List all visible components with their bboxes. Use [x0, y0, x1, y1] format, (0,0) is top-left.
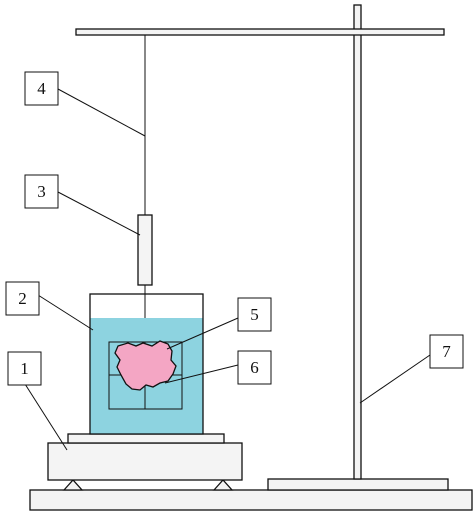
label-3-text: 3	[37, 182, 46, 201]
balance-foot-left	[62, 479, 84, 491]
label-3: 3	[24, 174, 59, 209]
leader-6	[164, 364, 239, 384]
beaker	[89, 293, 204, 435]
label-1: 1	[7, 351, 42, 386]
sample	[114, 340, 177, 391]
leader-5	[166, 317, 239, 350]
label-7-text: 7	[442, 342, 451, 361]
stand-foot	[267, 478, 449, 491]
label-7: 7	[429, 334, 464, 369]
leader-2	[37, 294, 94, 331]
label-5-text: 5	[250, 305, 259, 324]
label-6: 6	[237, 350, 272, 385]
cross-bar	[75, 28, 445, 36]
label-4-text: 4	[37, 79, 46, 98]
leader-1	[24, 383, 68, 451]
label-2: 2	[5, 281, 40, 316]
balance-pan	[67, 433, 225, 444]
stand-rod	[353, 4, 362, 480]
hanging-rod	[137, 214, 153, 286]
label-4: 4	[24, 71, 59, 106]
leader-7	[359, 354, 431, 404]
balance-foot-right	[212, 479, 234, 491]
label-5: 5	[237, 297, 272, 332]
label-1-text: 1	[20, 359, 29, 378]
balance-body	[47, 442, 243, 481]
base-plate	[29, 489, 473, 511]
leader-3	[57, 191, 141, 236]
label-6-text: 6	[250, 358, 259, 377]
leader-4	[57, 88, 146, 137]
label-2-text: 2	[18, 289, 27, 308]
